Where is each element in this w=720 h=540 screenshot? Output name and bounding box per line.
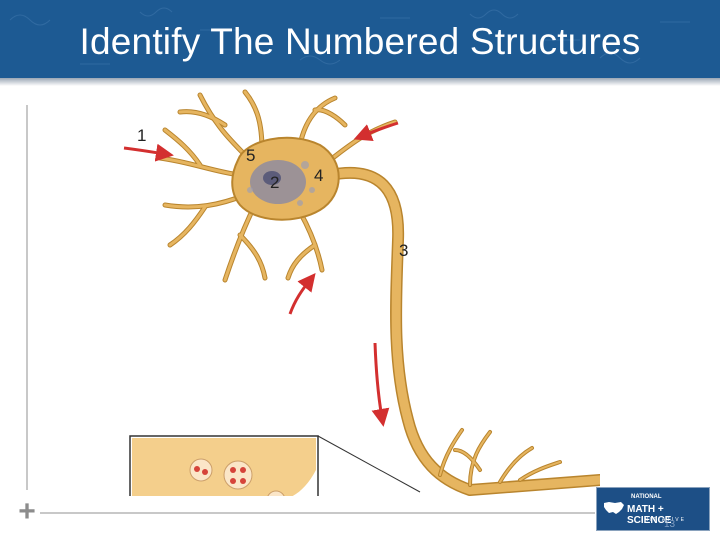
label-2: 2 [270, 173, 279, 192]
structure-labels: 1 5 2 4 3 [137, 126, 408, 260]
nucleolus [263, 171, 281, 185]
banner-shadow [0, 78, 720, 86]
axon [324, 166, 600, 496]
bottom-rule [40, 512, 595, 514]
logo-line-3: INITIATIVE [641, 517, 686, 523]
signal-arrows [123, 121, 399, 427]
label-5: 5 [246, 146, 255, 165]
arrow-in-left [123, 143, 174, 162]
logo-line-2: MATH + SCIENCE [627, 504, 672, 526]
logo-line-1: NATIONAL [631, 494, 662, 500]
label-3: 3 [399, 241, 408, 260]
title-banner: Identify The Numbered Structures [0, 0, 720, 78]
arrow-axon-down [371, 342, 390, 427]
us-map-icon [604, 502, 624, 514]
left-rule [26, 105, 28, 490]
arrow-in-top [353, 121, 399, 142]
label-4: 4 [314, 166, 323, 185]
axon-terminals [438, 428, 562, 487]
banner-equation-texture [9, 7, 690, 65]
synapse-inset [129, 435, 421, 496]
page-number: 13 [664, 519, 676, 530]
label-1: 1 [137, 126, 146, 145]
plus-icon: + [18, 495, 36, 528]
arrow-in-bottom [288, 272, 316, 315]
nms-logo: NATIONAL MATH + SCIENCE INITIATIVE [596, 487, 710, 531]
cell-body [231, 136, 340, 221]
slide-title: Identify The Numbered Structures [79, 21, 641, 62]
